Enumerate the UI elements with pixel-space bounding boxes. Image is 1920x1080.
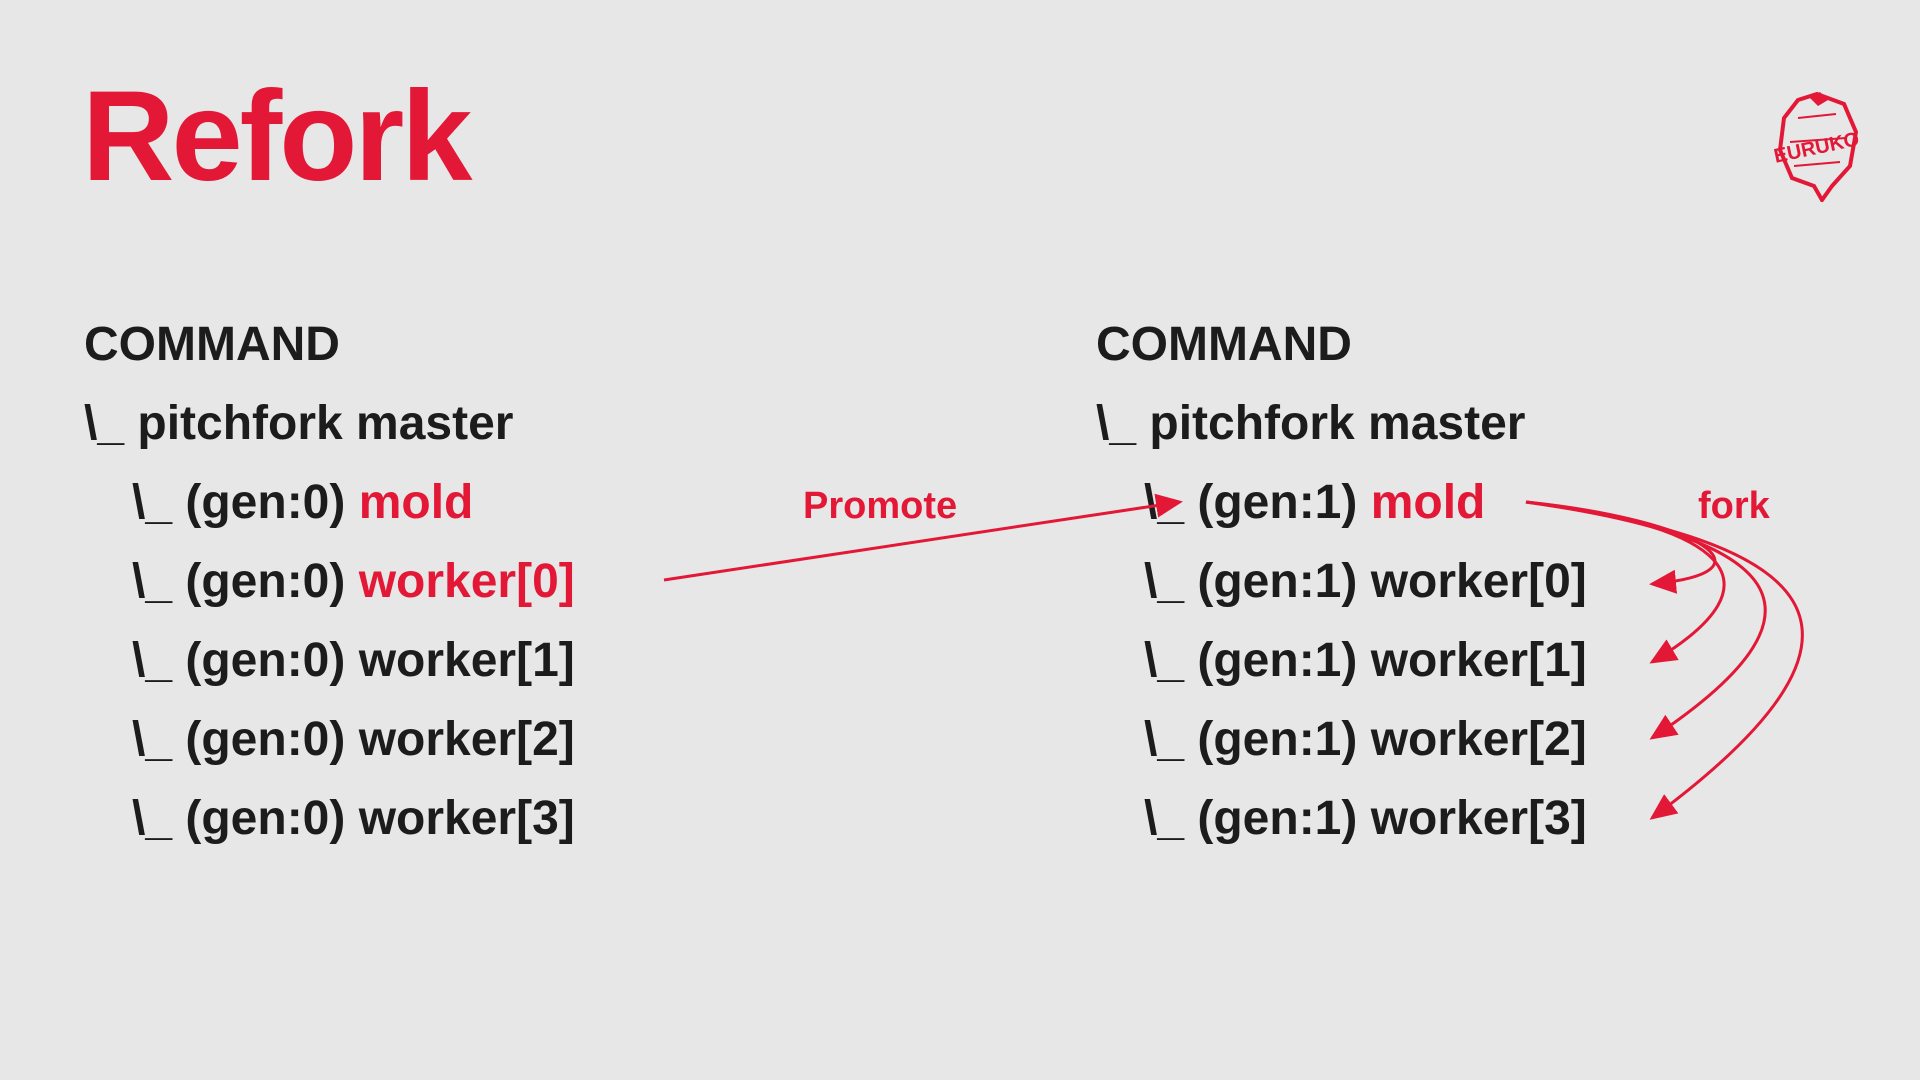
left-command-header: COMMAND [84, 318, 340, 371]
promote-label: Promote [803, 485, 958, 527]
right-row-worker-1: \_ (gen:1) worker[1] [1144, 634, 1587, 687]
right-row-worker-0: \_ (gen:1) worker[0] [1144, 555, 1587, 608]
fork-label: fork [1698, 485, 1770, 527]
left-row-worker-2: \_ (gen:0) worker[2] [132, 713, 575, 766]
left-process-tree: COMMAND \_ pitchfork master \_ (gen:0) m… [84, 305, 575, 858]
slide-title: Refork [82, 65, 472, 208]
fork-arrow-worker-0 [1525, 500, 1717, 594]
right-master-line: \_ pitchfork master [1096, 397, 1526, 450]
euruko-logo-icon: EURUKO [1772, 88, 1861, 204]
promote-arrow [663, 493, 1183, 582]
right-command-header: COMMAND [1096, 318, 1352, 371]
right-process-tree: COMMAND \_ pitchfork master \_ (gen:1) m… [1096, 305, 1587, 858]
right-row-worker-2: \_ (gen:1) worker[2] [1144, 713, 1587, 766]
left-row-worker-1: \_ (gen:0) worker[1] [132, 634, 575, 687]
left-row-worker-0: \_ (gen:0) worker[0] [132, 555, 575, 608]
fork-arrow-worker-2 [1525, 500, 1767, 740]
left-row-worker-3: \_ (gen:0) worker[3] [132, 792, 575, 845]
right-row-worker-3: \_ (gen:1) worker[3] [1144, 792, 1587, 845]
left-master-line: \_ pitchfork master [84, 397, 514, 450]
fork-arrow-worker-1 [1525, 500, 1726, 664]
left-row-mold: \_ (gen:0) mold [132, 476, 474, 529]
fork-arrow-worker-3 [1525, 500, 1804, 820]
